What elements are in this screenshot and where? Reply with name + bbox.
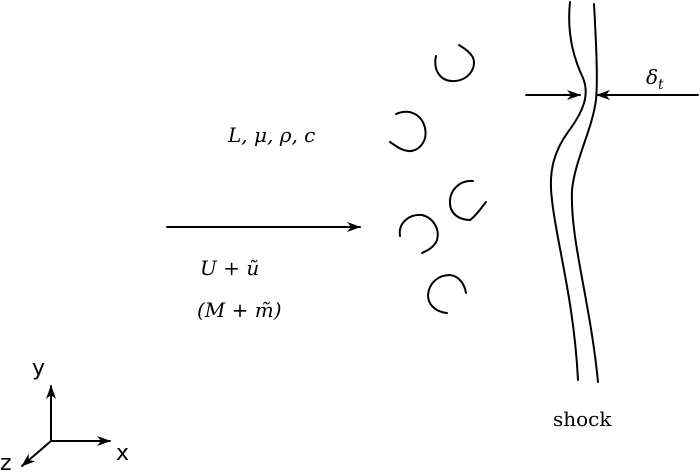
eddy — [389, 110, 427, 153]
shock-front-upstream — [549, 1, 587, 381]
z-axis-label: z — [0, 451, 12, 472]
mach-label: (M + m̃) — [197, 298, 282, 322]
turbulent-eddies — [389, 44, 487, 314]
shock-front-downstream — [570, 3, 599, 383]
turbulence-parameters-label: L, μ, ρ, c — [227, 123, 315, 147]
eddy — [398, 213, 439, 254]
eddy — [426, 273, 467, 314]
y-axis-label: y — [32, 356, 45, 381]
coordinate-axes: y x z — [0, 356, 129, 472]
x-axis-label: x — [116, 441, 129, 466]
shock-label: shock — [553, 407, 612, 431]
eddy — [448, 179, 487, 222]
eddy — [434, 44, 475, 83]
thickness-label: δt — [646, 65, 664, 93]
z-axis-arrow — [21, 440, 52, 467]
velocity-label: U + ũ — [200, 256, 259, 280]
